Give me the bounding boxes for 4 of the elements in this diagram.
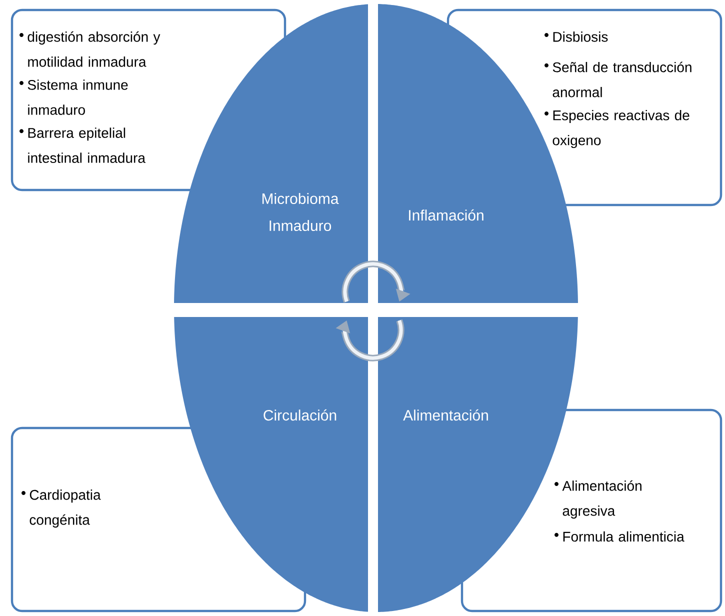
quadrant-segment: Microbioma Inmaduro (174, 4, 368, 303)
cycle-arrow (342, 260, 410, 302)
cycle-arrow (336, 320, 404, 362)
quadrant-segment: Circulación (174, 317, 368, 612)
